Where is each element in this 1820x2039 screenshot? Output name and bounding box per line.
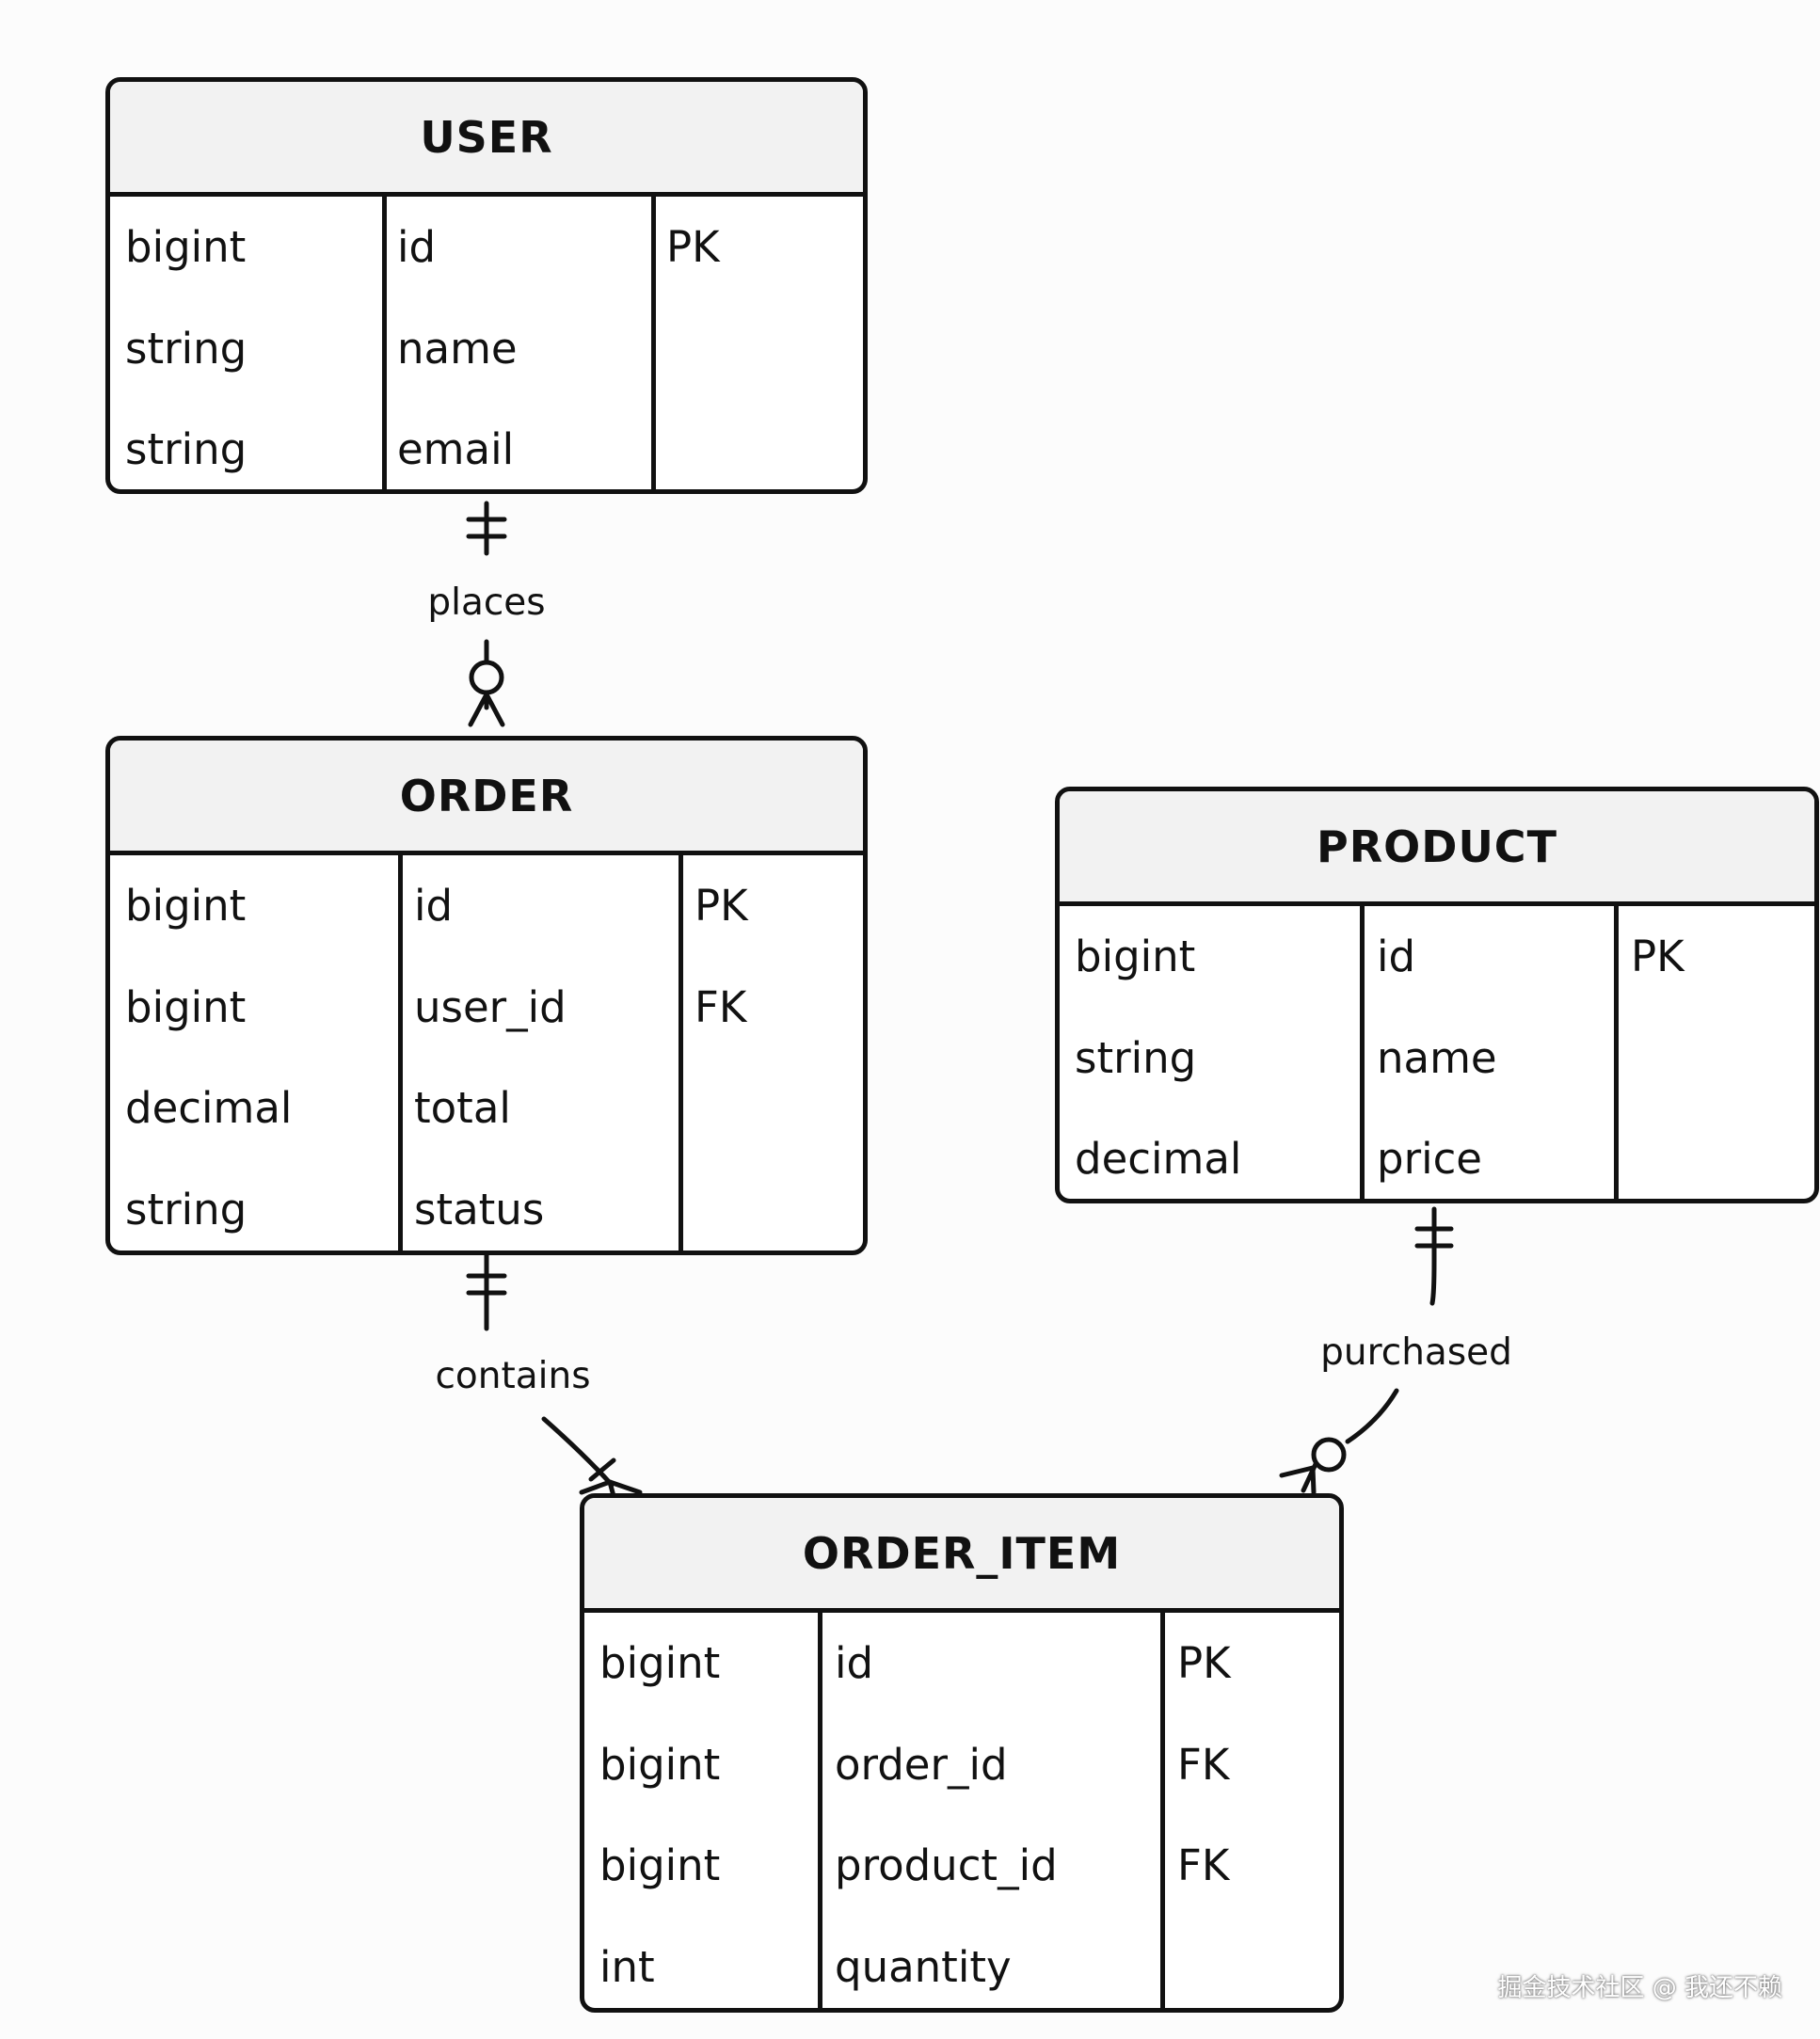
- order-item-col-divider-1: [818, 1613, 822, 2008]
- watermark: 掘金技术社区 @ 我还不赖: [1497, 1974, 1782, 2002]
- purchased-connector: [1279, 1206, 1454, 1495]
- order-row-1-type: bigint: [125, 881, 247, 931]
- product-entity: PRODUCT bigint id PK string name decimal…: [1055, 787, 1819, 1203]
- contains-label: contains: [435, 1355, 591, 1397]
- product-row-1-key: PK: [1631, 932, 1684, 981]
- places-crow-left: [468, 692, 489, 727]
- user-row-2-type: string: [125, 324, 247, 374]
- contains-one-bar: [588, 1458, 616, 1482]
- order-row-3-field: total: [414, 1083, 511, 1133]
- user-entity-title: USER: [110, 82, 863, 197]
- product-row-3-type: decimal: [1075, 1134, 1242, 1184]
- user-col-divider-2: [651, 197, 656, 489]
- order-row-4-type: string: [125, 1185, 247, 1235]
- order-item-col-divider-2: [1160, 1613, 1165, 2008]
- purchased-crow-left: [1279, 1465, 1316, 1478]
- places-crow-right: [484, 692, 505, 727]
- order-item-entity: ORDER_ITEM bigint id PK bigint order_id …: [580, 1493, 1344, 2013]
- purchased-line-bottom: [1345, 1388, 1399, 1444]
- order-col-divider-2: [679, 855, 683, 1250]
- contains-crow-right: [607, 1479, 643, 1495]
- order-item-row-2-type: bigint: [599, 1740, 721, 1790]
- contains-line-bottom: [541, 1416, 615, 1488]
- order-entity-title: ORDER: [110, 741, 863, 855]
- places-zero-circle: [469, 660, 504, 695]
- user-row-2-field: name: [397, 324, 518, 374]
- user-entity: USER bigint id PK string name string ema…: [105, 77, 868, 494]
- contains-connector: [466, 1252, 643, 1499]
- order-row-1-key: PK: [694, 881, 748, 931]
- order-item-row-1-field: id: [835, 1638, 874, 1688]
- product-col-divider-2: [1614, 906, 1619, 1199]
- user-row-3-field: email: [397, 424, 515, 474]
- purchased-crow-right: [1310, 1465, 1317, 1495]
- user-col-divider-1: [382, 197, 387, 489]
- product-entity-title: PRODUCT: [1060, 791, 1814, 906]
- purchased-line-top: [1429, 1206, 1437, 1306]
- order-col-divider-1: [398, 855, 403, 1250]
- purchased-label: purchased: [1320, 1331, 1512, 1374]
- order-entity: ORDER bigint id PK bigint user_id FK dec…: [105, 736, 868, 1255]
- order-item-row-3-type: bigint: [599, 1840, 721, 1890]
- order-item-row-2-key: FK: [1177, 1740, 1230, 1790]
- purchased-zero-circle: [1311, 1437, 1347, 1473]
- order-row-3-type: decimal: [125, 1083, 293, 1133]
- product-row-2-type: string: [1075, 1033, 1197, 1083]
- user-row-1-field: id: [397, 222, 437, 272]
- order-row-2-type: bigint: [125, 982, 247, 1032]
- order-item-row-4-field: quantity: [835, 1942, 1012, 1992]
- order-row-1-field: id: [414, 881, 454, 931]
- user-row-1-type: bigint: [125, 222, 247, 272]
- order-item-entity-title: ORDER_ITEM: [584, 1498, 1339, 1613]
- contains-crow-left: [579, 1479, 613, 1495]
- user-row-1-key: PK: [666, 222, 720, 272]
- product-row-1-field: id: [1377, 932, 1416, 981]
- places-label: places: [427, 581, 546, 624]
- product-row-2-field: name: [1377, 1033, 1497, 1083]
- order-item-row-4-type: int: [599, 1942, 655, 1992]
- order-row-4-field: status: [414, 1185, 545, 1235]
- order-item-row-1-type: bigint: [599, 1638, 721, 1688]
- order-item-row-3-field: product_id: [835, 1840, 1058, 1890]
- order-row-2-field: user_id: [414, 982, 567, 1032]
- places-connector: [466, 501, 507, 727]
- user-row-3-type: string: [125, 424, 247, 474]
- order-item-row-1-key: PK: [1177, 1638, 1231, 1688]
- order-item-row-3-key: FK: [1177, 1840, 1230, 1890]
- order-row-2-key: FK: [694, 982, 747, 1032]
- product-row-3-field: price: [1377, 1134, 1482, 1184]
- order-item-row-2-field: order_id: [835, 1740, 1008, 1790]
- product-row-1-type: bigint: [1075, 932, 1196, 981]
- product-col-divider-1: [1360, 906, 1365, 1199]
